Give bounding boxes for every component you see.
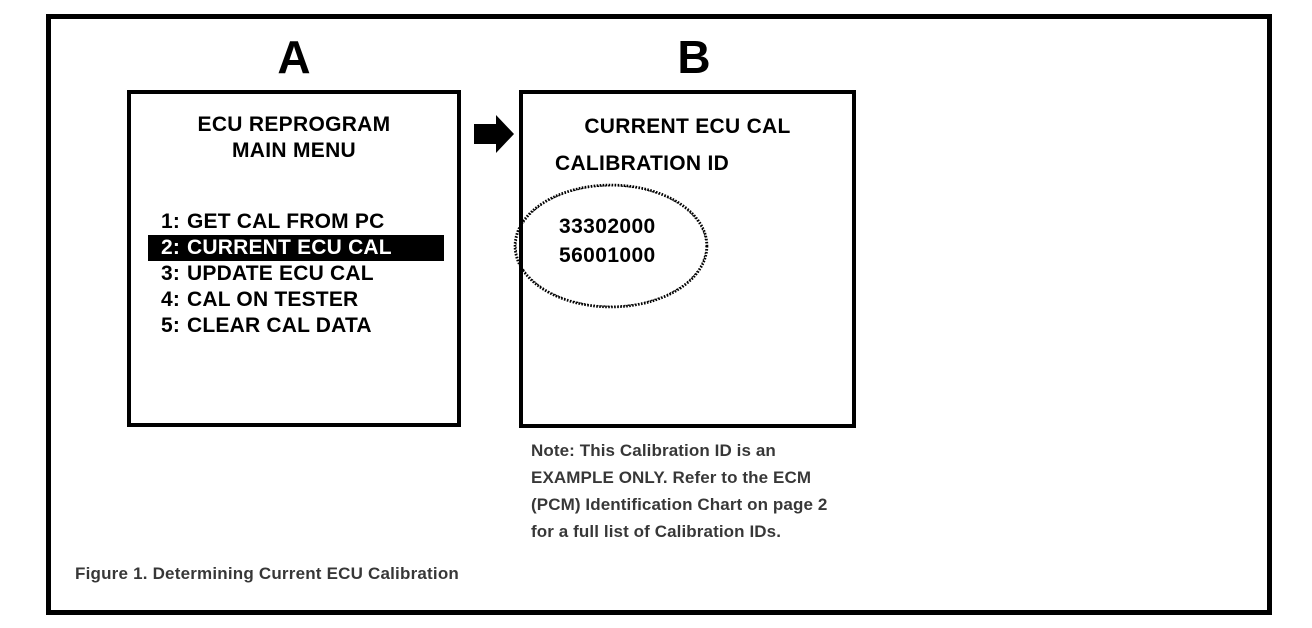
menu-item-number: 5:	[161, 314, 181, 337]
menu-item-label: GET CAL FROM PC	[187, 210, 385, 233]
menu-item-label: CURRENT ECU CAL	[187, 236, 392, 259]
menu-item-number: 1:	[161, 210, 181, 233]
menu-item-5[interactable]: 5: CLEAR CAL DATA	[148, 313, 448, 339]
right-arrow-icon	[474, 115, 514, 153]
calibration-id-value: 56001000	[559, 244, 656, 267]
menu-item-3[interactable]: 3: UPDATE ECU CAL	[148, 261, 448, 287]
panel-label-b: B	[677, 31, 711, 83]
calibration-note-line: Note: This Calibration ID is an	[531, 441, 776, 460]
panel-label-a: A	[277, 31, 311, 83]
menu-title-line-2: MAIN MENU	[231, 139, 357, 162]
calibration-note-line: for a full list of Calibration IDs.	[531, 522, 782, 541]
calibration-note-line: (PCM) Identification Chart on page 2	[531, 495, 828, 514]
menu-item-label: CLEAR CAL DATA	[187, 314, 372, 337]
figure-caption: Figure 1. Determining Current ECU Calibr…	[75, 564, 459, 583]
cal-screen-header: CURRENT ECU CAL	[584, 115, 791, 138]
calibration-note: Note: This Calibration ID is an EXAMPLE O…	[531, 437, 951, 545]
menu-item-number: 3:	[161, 262, 181, 285]
menu-list: 1: GET CAL FROM PC 2: CURRENT ECU CAL 3: UPDA…	[148, 209, 448, 339]
calibration-note-line: EXAMPLE ONLY. Refer to the ECM	[531, 468, 812, 487]
menu-item-number: 4:	[161, 288, 181, 311]
screen-panel-b: CURRENT ECU CAL CALIBRATION ID 33302000 …	[519, 90, 856, 428]
screen-panel-a: ECU REPROGRAM MAIN MENU 1: GET CAL FROM P…	[127, 90, 461, 427]
menu-title-line-1: ECU REPROGRAM	[197, 113, 391, 136]
menu-item-1[interactable]: 1: GET CAL FROM PC	[148, 209, 448, 235]
menu-item-4[interactable]: 4: CAL ON TESTER	[148, 287, 448, 313]
calibration-id-value: 33302000	[559, 215, 656, 238]
menu-item-label: UPDATE ECU CAL	[187, 262, 374, 285]
menu-item-2[interactable]: 2: CURRENT ECU CAL	[148, 235, 444, 261]
menu-item-number: 2:	[161, 236, 181, 259]
cal-screen-subheader: CALIBRATION ID	[555, 152, 730, 175]
menu-item-label: CAL ON TESTER	[187, 288, 359, 311]
